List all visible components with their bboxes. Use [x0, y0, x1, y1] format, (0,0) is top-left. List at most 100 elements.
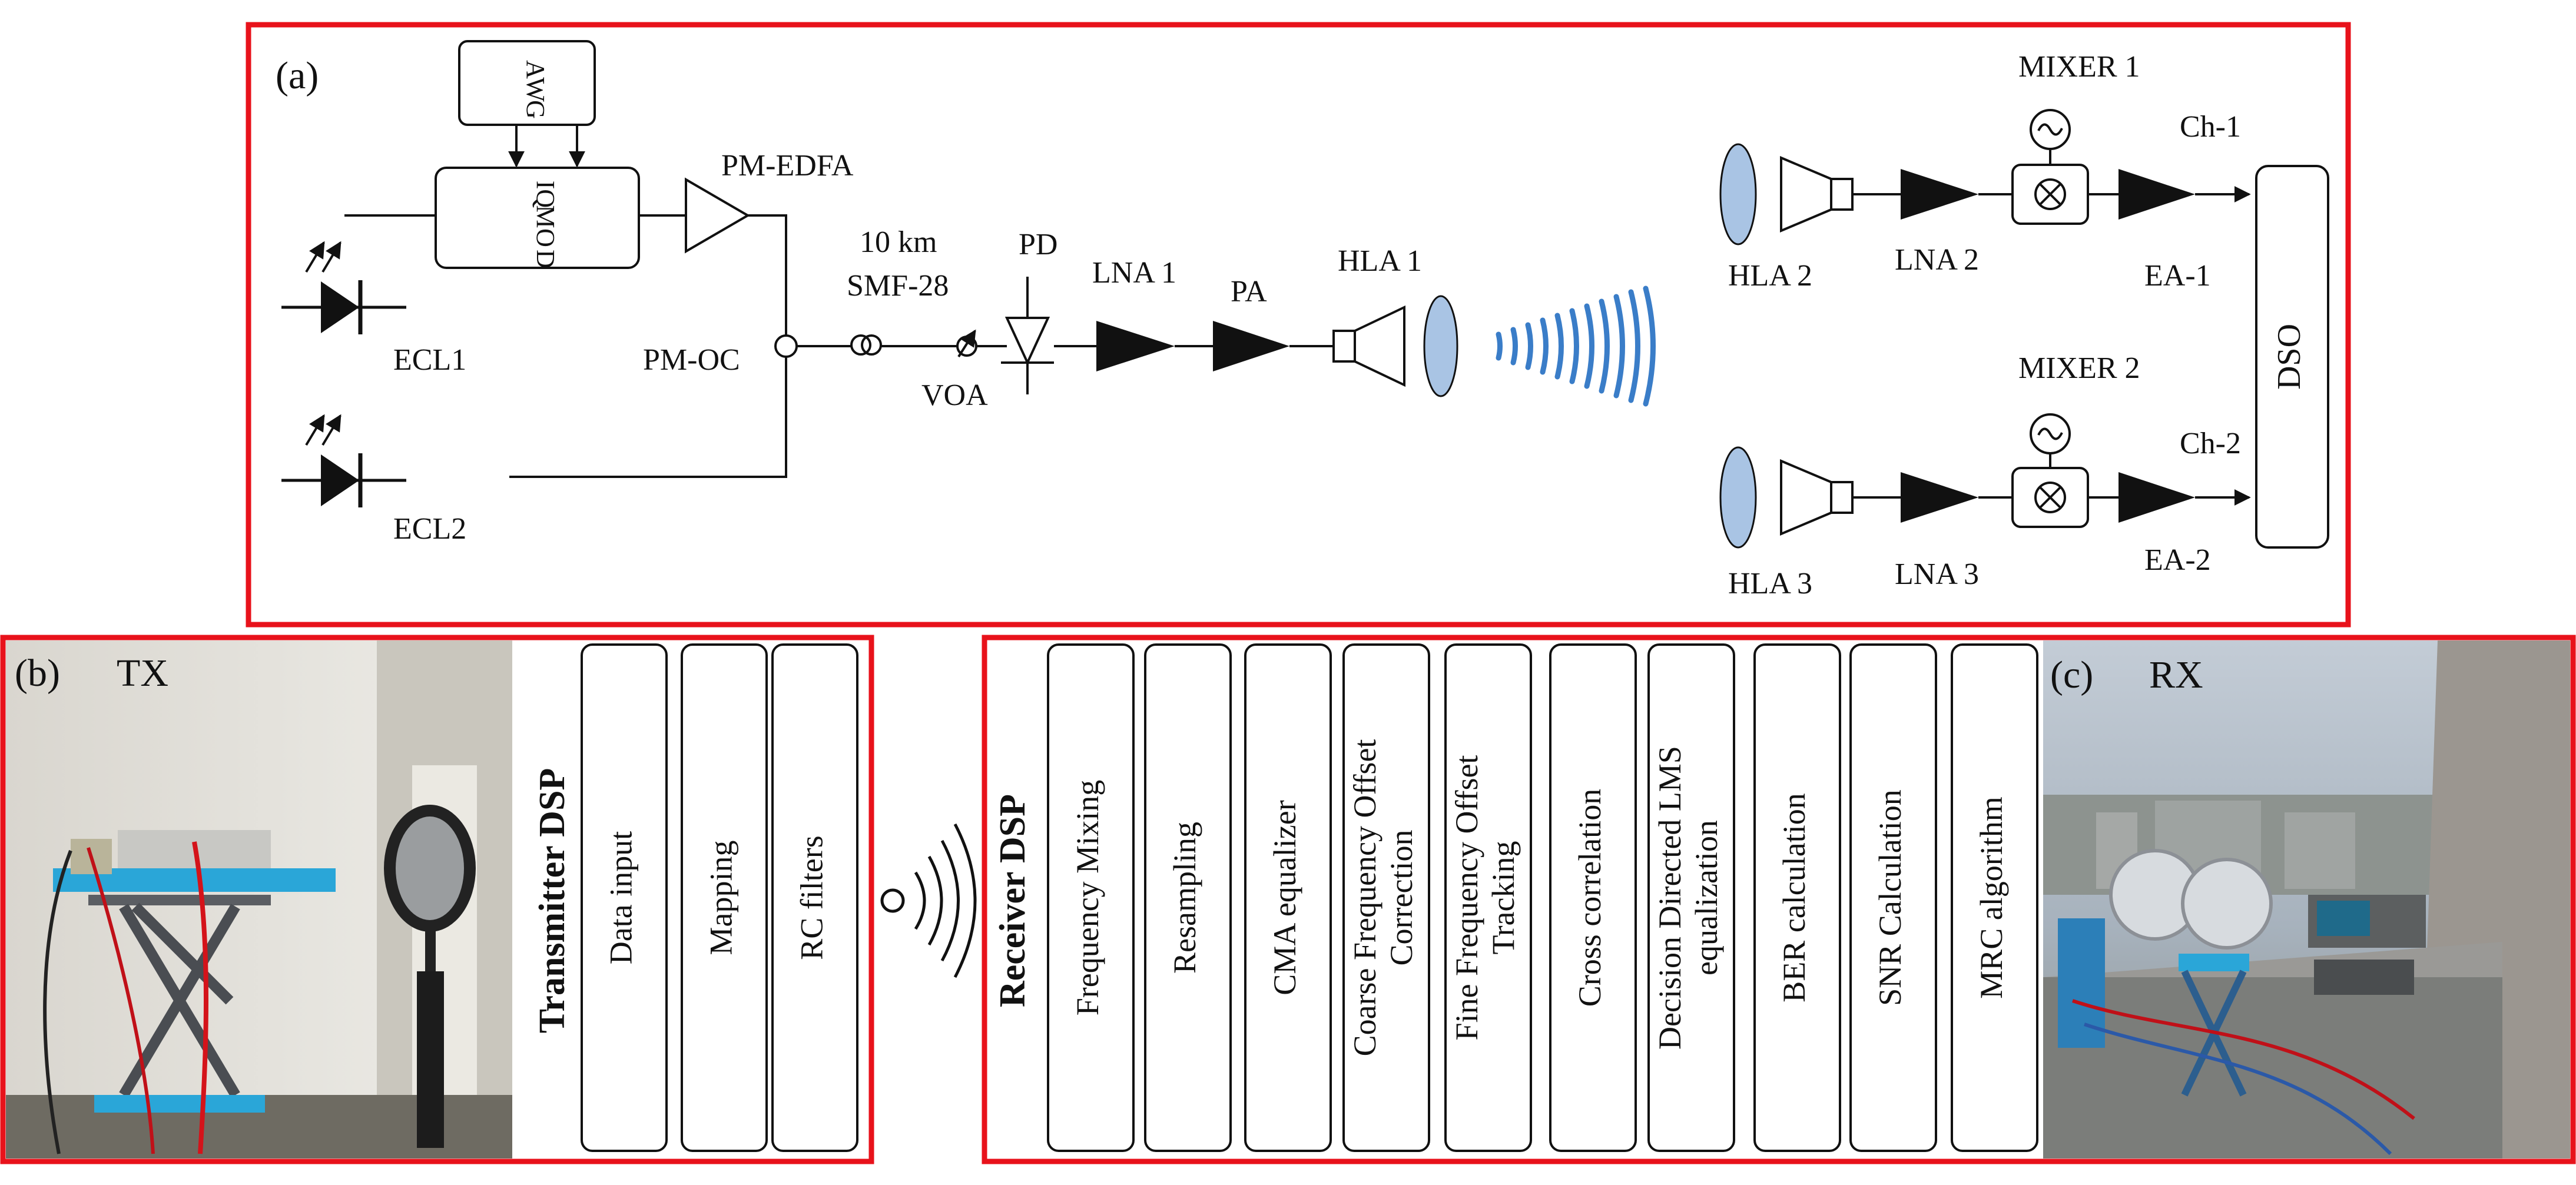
svg-text:G: G — [521, 100, 550, 119]
hla2-lens — [1719, 143, 1757, 245]
lna3-amplifier — [1901, 472, 1978, 523]
panel-c-frame — [982, 635, 2576, 1164]
hla2-label: HLA 2 — [1728, 259, 1812, 293]
tx-dsp-block-label-1-0: Mapping — [703, 841, 738, 955]
panel-b-label: (b) — [15, 652, 60, 695]
pa-label: PA — [1231, 275, 1267, 308]
rx-dsp-block-1 — [1144, 643, 1232, 1152]
panel-a-frame — [246, 22, 2351, 628]
lna2-label: LNA 2 — [1895, 243, 1979, 277]
hla3-lens — [1719, 446, 1757, 549]
rx-dsp-block-8 — [1849, 643, 1937, 1152]
lna1-amplifier — [1096, 321, 1175, 371]
rx-dsp-block-label-5-0: Cross correlation — [1572, 789, 1607, 1007]
fiber-type-label: SMF-28 — [847, 269, 949, 303]
receiver-dsp-title: Receiver DSP — [993, 794, 1033, 1007]
panel-b-title: TX — [117, 652, 168, 695]
tx-dsp-block-2 — [771, 643, 858, 1152]
hla1-horn-antenna — [1332, 305, 1405, 387]
pd-label: PD — [1019, 228, 1057, 261]
rx-dsp-block-label-3-1: Correction — [1384, 830, 1419, 966]
hla1-lens — [1423, 295, 1458, 397]
rx-dsp-block-7 — [1753, 643, 1841, 1152]
fiber-length-label: 10 km — [860, 225, 937, 259]
rx-dsp-block-0 — [1047, 643, 1135, 1152]
tx-dsp-block-1 — [681, 643, 768, 1152]
tx-dsp-block-label-2-0: RC filters — [794, 835, 829, 960]
ecl2-laser-icon — [281, 414, 406, 507]
rx-dsp-block-5 — [1549, 643, 1637, 1152]
panel-b: (b) TX Transmitter DSP Data input Mapping… — [0, 635, 874, 1164]
rx-dsp-block-label-0-0: Frequency Mixing — [1070, 780, 1105, 1015]
rx-dsp-block-label-6-0: Decision Directed LMS — [1652, 746, 1688, 1050]
rx-dsp-block-label-4-0: Fine Frequency Offset — [1449, 755, 1484, 1041]
rx-dsp-block-4 — [1444, 643, 1532, 1152]
ea2-amplifier — [2119, 472, 2195, 523]
pa-amplifier — [1213, 321, 1289, 371]
rx-dsp-block-label-8-0: SNR Calculation — [1872, 789, 1908, 1005]
pm-oc-coupler — [774, 334, 798, 358]
svg-text:A: A — [521, 60, 550, 79]
mixer2-icon — [2011, 413, 2089, 528]
svg-text:W: W — [521, 77, 550, 102]
awg-label: A W G — [521, 60, 550, 119]
awg-box — [458, 40, 596, 126]
hla2-horn-antenna — [1780, 155, 1854, 233]
svg-text:IQ: IQ — [531, 181, 560, 208]
thz-wave-icon — [1496, 286, 1656, 407]
mixer2-label: MIXER 2 — [2018, 351, 2140, 385]
pm-edfa-label: PM-EDFA — [721, 149, 854, 182]
rx-dsp-block-label-9-0: MRC algorithm — [1974, 796, 2009, 999]
rx-dsp-block-label-6-1: equalization — [1689, 820, 1724, 975]
tx-photo: (b) TX — [6, 640, 512, 1159]
panel-c-label: (c) — [2050, 653, 2093, 696]
tx-dsp-blocks: Data input Mapping RC filters — [581, 643, 858, 1152]
rx-dsp-block-label-1-0: Resampling — [1167, 822, 1202, 974]
rx-dsp-block-3 — [1342, 643, 1430, 1152]
pm-oc-label: PM-OC — [643, 343, 740, 377]
mixer1-label: MIXER 1 — [2018, 50, 2140, 84]
hla1-label: HLA 1 — [1338, 244, 1422, 278]
rx-dsp-block-label-7-0: BER calculation — [1776, 793, 1812, 1002]
fiber-coil-icon — [850, 334, 871, 356]
lna1-label: LNA 1 — [1092, 256, 1176, 290]
ea2-label: EA-2 — [2144, 543, 2211, 577]
ch2-label: Ch-2 — [2180, 427, 2241, 460]
rx-dsp-block-label-4-1: Tracking — [1486, 841, 1521, 954]
hla3-label: HLA 3 — [1728, 567, 1812, 600]
tx-dsp-block-label-0-0: Data input — [603, 831, 638, 964]
hla3-horn-antenna — [1780, 459, 1854, 536]
iq-mod-label: IQ M O D — [531, 181, 560, 268]
rx-dsp-block-6 — [1647, 643, 1735, 1152]
iq-modulator-box — [435, 167, 640, 269]
panel-c-title: RX — [2149, 653, 2203, 696]
lna2-amplifier — [1901, 169, 1978, 220]
ea1-label: EA-1 — [2144, 259, 2211, 293]
tx-dsp-block-0 — [581, 643, 668, 1152]
lna3-label: LNA 3 — [1895, 557, 1979, 591]
dso-label: DSO — [2271, 324, 2308, 390]
panel-a: (a) — [246, 22, 2351, 628]
svg-text:D: D — [531, 250, 560, 268]
rx-dsp-block-label-2-0: CMA equalizer — [1267, 800, 1302, 995]
panel-c: Receiver DSP Frequency Mixing Resampling C… — [982, 635, 2576, 1164]
wireless-link-icon — [880, 823, 977, 978]
ecl1-label: ECL1 — [393, 343, 466, 377]
rx-dsp-blocks: Frequency Mixing Resampling CMA equalizer C… — [1047, 643, 2038, 1152]
ecl1-laser-icon — [281, 241, 406, 334]
rx-dsp-block-9 — [1951, 643, 2038, 1152]
rx-dsp-block-label-3-0: Coarse Frequency Offset — [1347, 739, 1383, 1057]
ecl2-label: ECL2 — [393, 512, 466, 546]
svg-text:M: M — [531, 205, 560, 228]
rx-dsp-block-2 — [1244, 643, 1332, 1152]
rx-photo: (c) RX — [2043, 640, 2570, 1159]
voa-label: VOA — [921, 379, 988, 412]
ea1-amplifier — [2119, 169, 2195, 220]
transmitter-dsp-title: Transmitter DSP — [532, 768, 572, 1034]
mixer1-icon — [2011, 109, 2089, 225]
pm-edfa-amplifier — [685, 177, 750, 254]
panel-a-label: (a) — [276, 54, 319, 97]
panel-b-frame — [0, 635, 874, 1164]
photodiode-icon — [1004, 317, 1050, 366]
